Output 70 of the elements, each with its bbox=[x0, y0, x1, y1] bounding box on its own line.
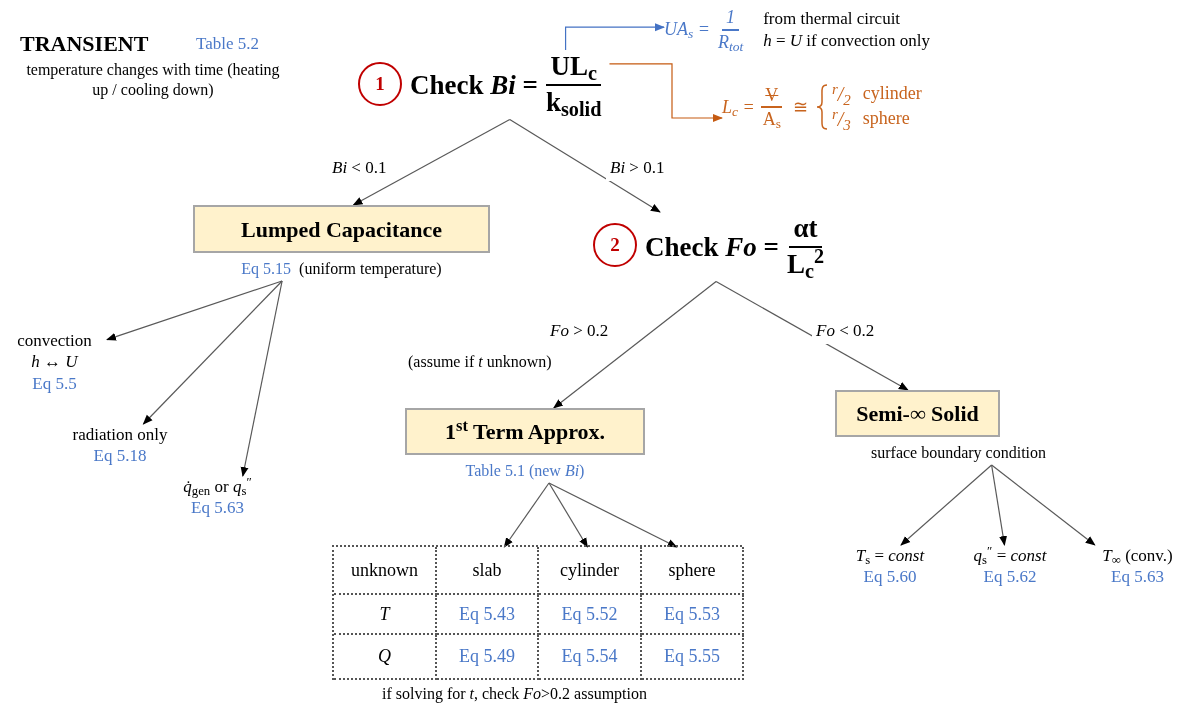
method-box: 1$^{st}$ Term Approx. bbox=[405, 408, 645, 455]
row-label: Q bbox=[334, 635, 437, 680]
case-label: radiation only bbox=[72, 424, 168, 446]
row-label: T bbox=[334, 595, 437, 635]
table-cell: Eq 5.43 bbox=[437, 595, 539, 635]
case-label: h ↔ U bbox=[31, 351, 78, 373]
arrow bbox=[900, 464, 993, 546]
table-header: unknown bbox=[334, 547, 437, 595]
check-formula-text: Check Fo = bbox=[645, 230, 779, 264]
arrow bbox=[142, 280, 283, 425]
case-label: cylinder bbox=[862, 82, 922, 105]
reference-label: Table 5.2 bbox=[196, 33, 259, 55]
note-text: h = U if convection only bbox=[763, 29, 930, 51]
table-header: sphere bbox=[642, 547, 744, 595]
note-text: (uniform temperature) bbox=[299, 259, 442, 280]
table-cell: Eq 5.54 bbox=[539, 635, 642, 680]
method-box: Lumped Capacitance bbox=[193, 205, 490, 253]
arrow bbox=[352, 118, 511, 206]
description-text: temperature changes with time (heating up / cooling down) bbox=[25, 60, 281, 100]
case-label: T$_{∞}$ (conv.) bbox=[1102, 545, 1173, 567]
method-box: Semi-∞ Solid bbox=[835, 390, 1000, 437]
arrow bbox=[503, 482, 550, 548]
table-cell: Eq 5.55 bbox=[642, 635, 744, 680]
formula-text: L$_{c}$ = bbox=[722, 95, 755, 121]
case-label: convection bbox=[17, 330, 92, 352]
table-cell: Eq 5.52 bbox=[539, 595, 642, 635]
reference-label: Table 5.1 (new Bi) bbox=[465, 461, 585, 482]
formula-text: UA$_{s}$ = bbox=[664, 18, 710, 43]
ratio-text: $^{r}$/$_{3}$ bbox=[831, 107, 851, 132]
table-cell: Eq 5.49 bbox=[437, 635, 539, 680]
check-formula-text: Check Bi = bbox=[410, 68, 538, 102]
arrow bbox=[553, 280, 717, 409]
reference-label: Eq 5.5 bbox=[32, 372, 77, 394]
diagram-title: TRANSIENT bbox=[20, 30, 149, 58]
table-header: cylinder bbox=[539, 547, 642, 595]
fraction-denominator: R$_{tot}$ bbox=[716, 30, 745, 53]
table-cell: Eq 5.53 bbox=[642, 595, 744, 635]
fraction-denominator: k$_{solid}$ bbox=[544, 85, 603, 120]
note-text: from thermal circuit bbox=[763, 8, 902, 30]
arrow bbox=[106, 280, 283, 341]
arrow bbox=[991, 464, 1007, 546]
case-label: sphere bbox=[862, 107, 911, 130]
fraction-numerator: 1 bbox=[722, 6, 740, 31]
arrow bbox=[991, 464, 1096, 546]
equation-table bbox=[332, 545, 742, 680]
arrow bbox=[548, 482, 678, 548]
approx-symbol: ≅ bbox=[792, 95, 808, 119]
reference-label: Eq 5.63 bbox=[1111, 566, 1164, 588]
note-text: surface boundary condition bbox=[871, 443, 1047, 464]
note-text: (assume if t unknown) bbox=[408, 352, 552, 372]
arrow bbox=[240, 280, 283, 477]
arrow bbox=[608, 63, 723, 122]
fraction-numerator: V bbox=[761, 83, 783, 108]
arrow bbox=[565, 23, 665, 51]
reference-label: Eq 5.18 bbox=[93, 445, 147, 467]
arrow bbox=[715, 280, 909, 391]
case-label: T$_{s}$ = const bbox=[855, 545, 925, 567]
fraction-denominator: A$_{s}$ bbox=[761, 108, 782, 131]
arrow bbox=[548, 482, 588, 548]
reference-label: Eq 5.62 bbox=[983, 566, 1037, 588]
reference-label: Eq 5.60 bbox=[863, 566, 917, 588]
table-header: slab bbox=[437, 547, 539, 595]
arrow bbox=[509, 118, 661, 213]
fraction-numerator: UL$_{c}$ bbox=[546, 50, 601, 86]
ratio-text: $^{r}$/$_{2}$ bbox=[831, 82, 851, 107]
case-label: q$_{s}$$^{″}$ = const bbox=[973, 545, 1047, 567]
note-text: if solving for t, check Fo>0.2 assumption bbox=[382, 684, 647, 704]
reference-label: Eq 5.15 bbox=[241, 259, 292, 280]
reference-label: Eq 5.63 bbox=[191, 498, 244, 519]
fraction-numerator: αt bbox=[789, 212, 822, 248]
